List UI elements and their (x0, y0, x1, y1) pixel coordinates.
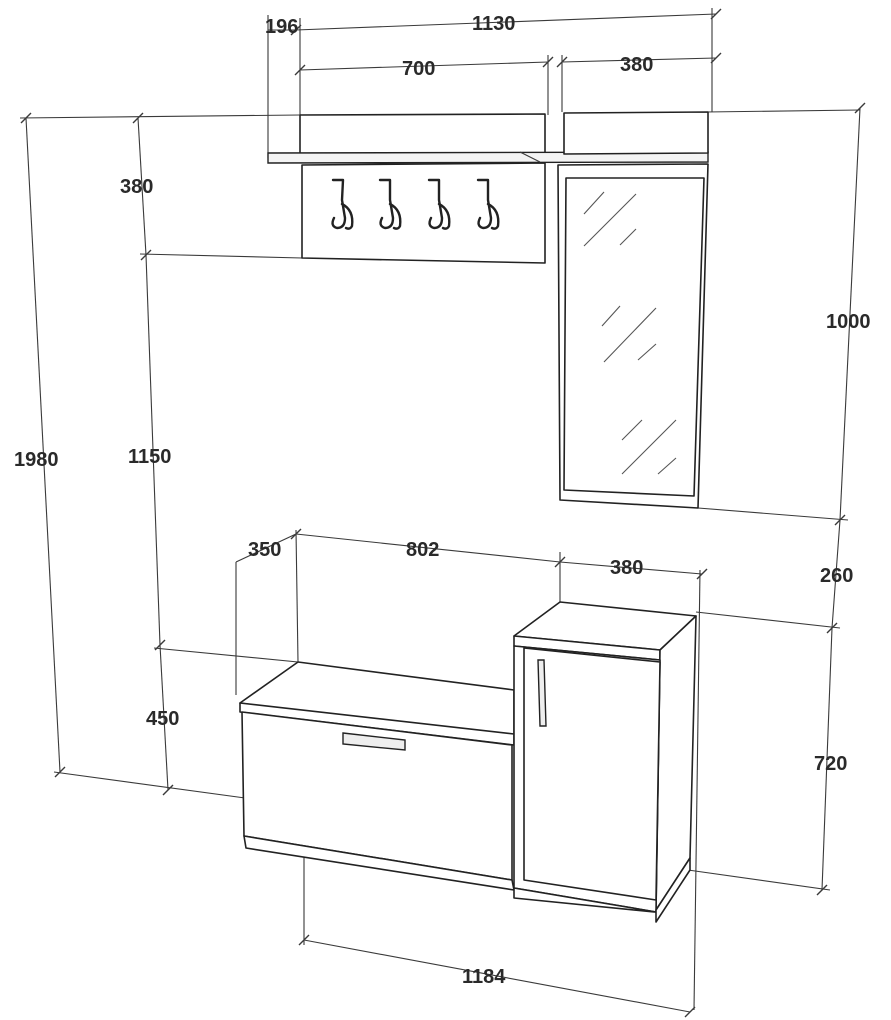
coat-hook-1 (331, 178, 354, 230)
label-bench-depth: 350 (248, 539, 281, 561)
label-gap-to-bench: 1150 (128, 446, 171, 468)
label-mirror-height: 1000 (826, 311, 871, 333)
label-shelf-depth: 196 (265, 16, 298, 38)
coat-hook-4 (476, 178, 500, 230)
label-mirror-width: 380 (620, 54, 653, 76)
label-coat-panel-height: 380 (120, 176, 153, 198)
label-total-height: 1980 (14, 449, 59, 471)
coat-hook-3 (427, 178, 451, 230)
label-mirror-gap: 260 (820, 565, 853, 587)
label-total-width-top: 1130 (472, 13, 515, 35)
dimension-labels: 196 1130 700 380 380 1980 1150 1000 260 … (14, 13, 871, 988)
label-cabinet-height: 720 (814, 753, 847, 775)
cabinet-handle (537, 659, 547, 727)
label-bench-width: 802 (406, 539, 439, 561)
label-coat-panel-width: 700 (402, 58, 435, 80)
coat-panel (267, 113, 709, 264)
label-cabinet-width: 380 (610, 557, 643, 579)
label-bench-height: 450 (146, 708, 179, 730)
label-total-width-bottom: 1184 (462, 966, 506, 988)
coat-hook-2 (378, 178, 402, 230)
dimension-lines (19, 8, 866, 1018)
shoe-bench (239, 661, 515, 891)
bench-handle (342, 732, 406, 751)
mirror-panel (557, 111, 709, 509)
shoe-cabinet (513, 601, 697, 923)
